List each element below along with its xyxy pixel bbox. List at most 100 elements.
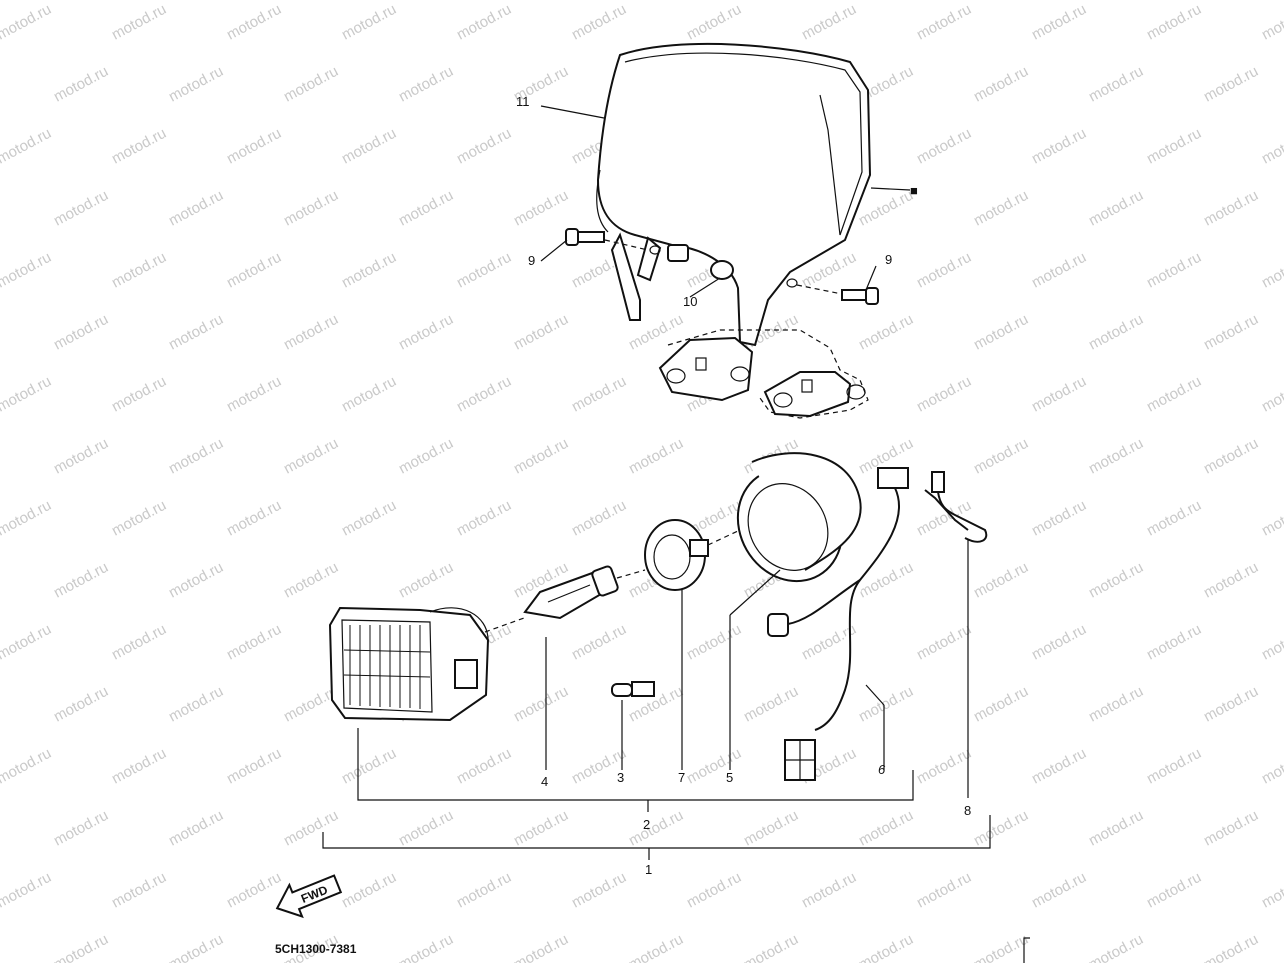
watermark-text: motod.ru [454, 745, 514, 788]
watermark-text: motod.ru [224, 373, 284, 416]
watermark-text: motod.ru [1201, 683, 1261, 726]
watermark-text: motod.ru [684, 869, 744, 912]
watermark-text: motod.ru [396, 435, 456, 478]
watermark-text: motod.ru [224, 621, 284, 664]
watermark-text: motod.ru [971, 187, 1031, 230]
watermark-text: motod.ru [569, 869, 629, 912]
watermark-text: motod.ru [166, 931, 226, 963]
forward-direction-arrow: FWD [275, 874, 343, 919]
bulb-socket [644, 519, 741, 591]
watermark-text: motod.ru [109, 745, 169, 788]
watermark-text: motod.ru [1144, 125, 1204, 168]
headlight-cover [596, 42, 872, 347]
position-bulb [611, 681, 655, 697]
watermark-text: motod.ru [1259, 621, 1284, 664]
callout-3: 3 [617, 770, 624, 785]
watermark-text: motod.ru [0, 869, 54, 912]
watermark-text: motod.ru [1201, 931, 1261, 963]
watermark-text: motod.ru [51, 435, 111, 478]
watermark-text: motod.ru [914, 373, 974, 416]
watermark-text: motod.ru [856, 559, 916, 602]
watermark-text: motod.ru [166, 559, 226, 602]
callout-10: 10 [683, 294, 697, 309]
watermark-text: motod.ru [166, 311, 226, 354]
headlight-bulb [523, 565, 646, 620]
watermark-text: motod.ru [1259, 249, 1284, 292]
watermark-text: motod.ru [396, 931, 456, 963]
watermark-text: motod.ru [1144, 621, 1204, 664]
watermark-text: motod.ru [396, 807, 456, 850]
watermark-text: motod.ru [1086, 807, 1146, 850]
watermark-text: motod.ru [281, 63, 341, 106]
watermark-text: motod.ru [51, 931, 111, 963]
watermark-text: motod.ru [914, 1, 974, 44]
new-part-mark: ■ [910, 183, 918, 198]
watermark-text: motod.ru [166, 187, 226, 230]
watermark-text: motod.ru [1144, 497, 1204, 540]
watermark-text: motod.ru [971, 63, 1031, 106]
watermark-text: motod.ru [1201, 435, 1261, 478]
watermark-text: motod.ru [1201, 807, 1261, 850]
watermark-text: motod.ru [281, 559, 341, 602]
watermark-text: motod.ru [454, 373, 514, 416]
watermark-text: motod.ru [281, 807, 341, 850]
watermark-text: motod.ru [166, 435, 226, 478]
watermark-text: motod.ru [339, 249, 399, 292]
watermark-text: motod.ru [224, 125, 284, 168]
watermark-text: motod.ru [339, 869, 399, 912]
watermark-text: motod.ru [339, 125, 399, 168]
watermark-text: motod.ru [109, 621, 169, 664]
watermark-text: motod.ru [454, 249, 514, 292]
watermark-text: motod.ru [569, 1, 629, 44]
callout-9-left: 9 [528, 253, 535, 268]
watermark-text: motod.ru [51, 63, 111, 106]
watermark-text: motod.ru [109, 125, 169, 168]
watermark-text: motod.ru [626, 435, 686, 478]
sub-lead-wire [924, 471, 988, 543]
watermark-text: motod.ru [511, 187, 571, 230]
watermark-text: motod.ru [166, 63, 226, 106]
watermark-text: motod.ru [109, 497, 169, 540]
watermark-text: motod.ru [281, 311, 341, 354]
watermark-text: motod.ru [741, 683, 801, 726]
watermark-text: motod.ru [1144, 373, 1204, 416]
watermark-text: motod.ru [971, 311, 1031, 354]
watermark-text: motod.ru [511, 311, 571, 354]
watermark-text: motod.ru [281, 435, 341, 478]
watermark-text: motod.ru [1029, 249, 1089, 292]
watermark-text: motod.ru [339, 373, 399, 416]
watermark-text: motod.ru [1029, 125, 1089, 168]
watermark-text: motod.ru [971, 807, 1031, 850]
watermark-text: motod.ru [0, 125, 54, 168]
watermark-text: motod.ru [224, 497, 284, 540]
watermark-text: motod.ru [1086, 683, 1146, 726]
watermark-text: motod.ru [51, 559, 111, 602]
callout-5: 5 [726, 770, 733, 785]
watermark-text: motod.ru [511, 683, 571, 726]
headlight-unit [328, 606, 525, 722]
watermark-text: motod.ru [1029, 373, 1089, 416]
watermark-text: motod.ru [224, 1, 284, 44]
watermark-text: motod.ru [51, 683, 111, 726]
callout-1: 1 [645, 862, 652, 877]
watermark-text: motod.ru [1201, 311, 1261, 354]
watermark-text: motod.ru [1144, 249, 1204, 292]
screw-right [796, 284, 879, 305]
watermark-text: motod.ru [1144, 1, 1204, 44]
watermark-text: motod.ru [0, 373, 54, 416]
watermark-text: motod.ru [281, 187, 341, 230]
leader-lines [322, 105, 1030, 963]
watermark-text: motod.ru [1201, 63, 1261, 106]
watermark-text: motod.ru [224, 249, 284, 292]
callout-labels: 1 2 3 4 5 6 7 8 9 9 10 11 ■ [516, 94, 971, 877]
watermark-text: motod.ru [856, 187, 916, 230]
watermark-text: motod.ru [914, 745, 974, 788]
headlight-housing [736, 452, 862, 583]
watermark-text: motod.ru [741, 807, 801, 850]
watermark-text: motod.ru [0, 745, 54, 788]
watermark-text: motod.ru [51, 807, 111, 850]
watermark-text: motod.ru [1259, 745, 1284, 788]
watermark-text: motod.ru [914, 125, 974, 168]
watermark-text: motod.ru [569, 373, 629, 416]
